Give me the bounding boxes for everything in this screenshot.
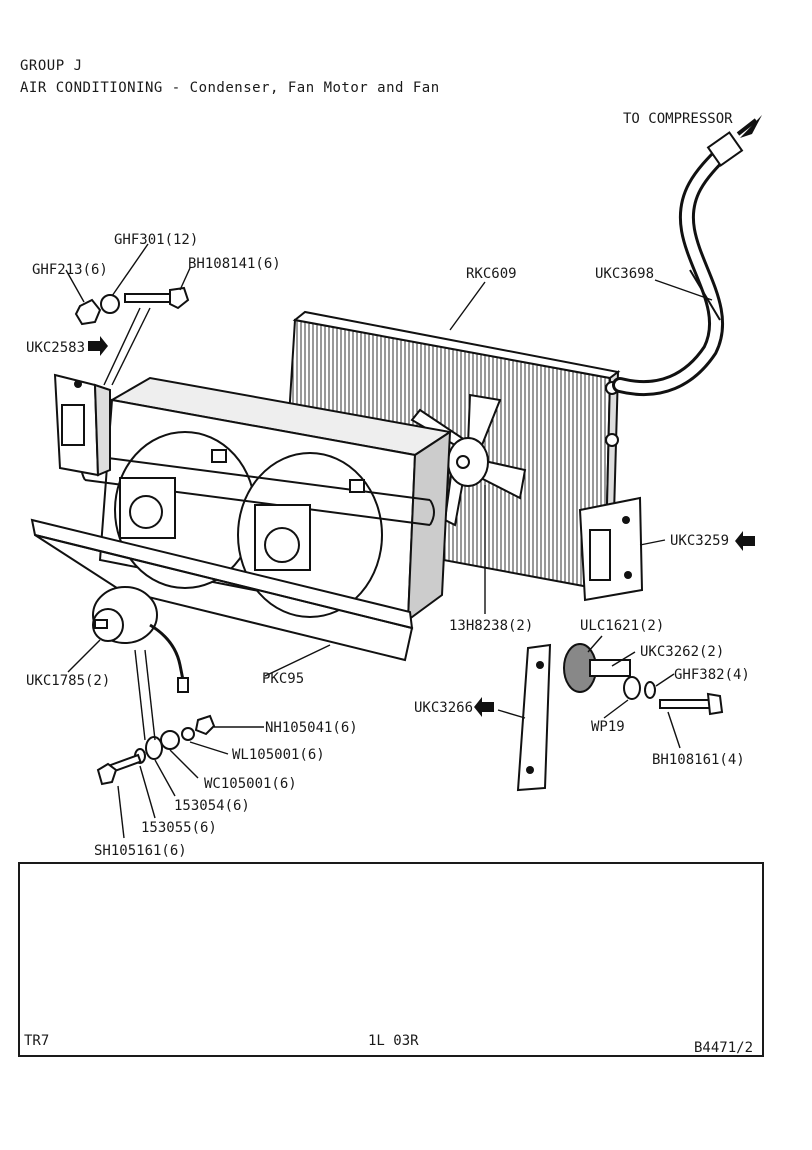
left-arrow-icon	[474, 697, 494, 717]
label-153054: 153054(6)	[174, 798, 250, 814]
page-code: 1L 03R	[368, 1033, 419, 1049]
label-rkc609: RKC609	[466, 266, 517, 282]
leader-lines	[65, 243, 713, 839]
label-ukc3698: UKC3698	[595, 266, 654, 282]
right-arrow-icon	[88, 336, 108, 356]
label-wc105001: WC105001(6)	[204, 776, 297, 792]
fan-motor	[92, 586, 189, 693]
page-title: AIR CONDITIONING - Condenser, Fan Motor …	[20, 80, 440, 96]
label-to-compressor: TO COMPRESSOR	[623, 111, 733, 127]
left-arrow-icon	[735, 531, 755, 551]
label-wl105001: WL105001(6)	[232, 747, 325, 763]
compressor-hose	[612, 115, 762, 397]
group-heading: GROUP J	[20, 58, 83, 74]
label-pkc95: PKC95	[262, 671, 304, 687]
label-bh108161: BH108161(4)	[652, 752, 745, 768]
label-ukc3259: UKC3259	[670, 533, 729, 549]
label-ukc1785: UKC1785(2)	[26, 673, 110, 689]
label-ghf213: GHF213(6)	[32, 262, 108, 278]
arrow-icon	[740, 115, 762, 138]
label-13h8238: 13H8238(2)	[449, 618, 533, 634]
label-nh105041: NH105041(6)	[265, 720, 358, 736]
label-ulc1621: ULC1621(2)	[580, 618, 664, 634]
label-bh108141: BH108141(6)	[188, 256, 281, 272]
mounting-hardware-top	[74, 286, 190, 326]
label-sh105161: SH105161(6)	[94, 843, 187, 859]
label-ghf382: GHF382(4)	[674, 667, 750, 683]
exploded-parts-diagram: TO COMPRESSOR GHF301(12) GHF213(6) BH108…	[26, 111, 762, 859]
bracket-ukc3266	[516, 643, 552, 792]
label-ghf301: GHF301(12)	[114, 232, 198, 248]
bracket-ukc3259	[578, 496, 644, 602]
label-153055: 153055(6)	[141, 820, 217, 836]
drawing-reference: B4471/2	[694, 1040, 754, 1056]
model-code: TR7	[24, 1033, 50, 1049]
bracket-ukc2583	[53, 373, 111, 477]
notes-box	[18, 862, 764, 1057]
mounting-hardware-bottom	[96, 714, 216, 786]
lower-rail	[30, 518, 414, 662]
label-wp19: WP19	[591, 719, 625, 735]
label-ukc3262: UKC3262(2)	[640, 644, 724, 660]
label-ukc3266: UKC3266	[414, 700, 473, 716]
mounting-hardware-right	[563, 643, 724, 716]
label-ukc2583: UKC2583	[26, 340, 85, 356]
